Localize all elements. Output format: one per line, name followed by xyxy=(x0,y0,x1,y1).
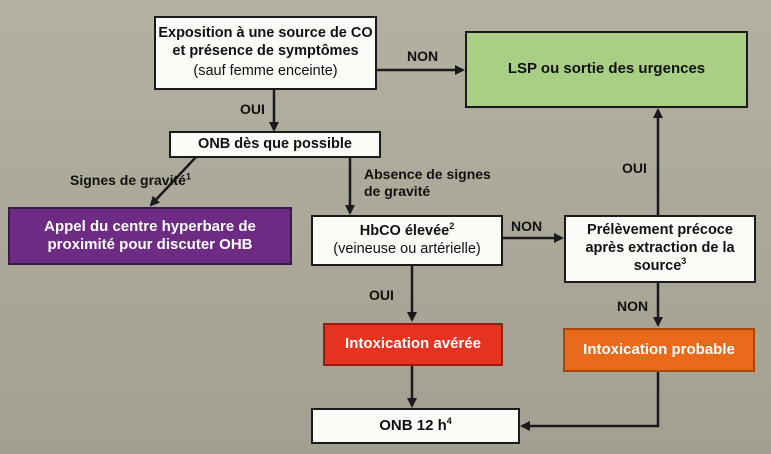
edge-label-signes-gravite: Signes de gravité1 xyxy=(70,172,191,189)
edge-label-oui-top: OUI xyxy=(240,101,265,117)
node-onb-possible-text: ONB dès que possible xyxy=(198,135,352,152)
edge-label-signes-gravite-text: Signes de gravité xyxy=(70,172,186,188)
edge-label-absence-line2: de gravité xyxy=(364,182,431,199)
node-exposure: Exposition à une source de CO et présenc… xyxy=(154,16,377,90)
node-hbco-line1: HbCO élevée2 xyxy=(359,220,455,241)
node-probable: Intoxication probable xyxy=(563,328,755,372)
node-lsp: LSP ou sortie des urgences xyxy=(465,31,748,108)
node-hbco-line2: (veineuse ou artérielle) xyxy=(333,241,481,259)
edge-label-non-top: NON xyxy=(407,48,439,64)
edge-label-non-mid: NON xyxy=(511,218,543,234)
node-prelevement-line3-wrap: source3 xyxy=(633,256,687,276)
node-probable-text: Intoxication probable xyxy=(583,340,735,358)
node-prelevement-footnote: 3 xyxy=(681,256,687,267)
node-exposure-line3: (sauf femme enceinte) xyxy=(193,62,338,79)
node-onb-possible: ONB dès que possible xyxy=(169,131,381,158)
node-hyperbare: Appel du centre hyperbare de proximité p… xyxy=(8,207,292,265)
node-hbco-footnote: 2 xyxy=(449,220,455,231)
node-lsp-text: LSP ou sortie des urgences xyxy=(507,60,706,78)
edge-label-oui-right: OUI xyxy=(622,160,647,176)
node-exposure-line2: et présence de symptômes xyxy=(172,43,359,60)
edge-label-signes-gravite-footnote: 1 xyxy=(185,171,191,182)
edge-label-absence: Absence de signes de gravité xyxy=(364,166,491,200)
node-prelevement-line1: Prélèvement précoce xyxy=(587,222,733,239)
node-hbco-line2b: ou xyxy=(400,240,417,257)
node-hyperbare-line2: proximité pour discuter OHB xyxy=(47,236,253,253)
node-prelevement-line3: source xyxy=(633,257,682,274)
node-hbco-line2a: (veineuse xyxy=(333,240,401,257)
node-exposure-line1: Exposition à une source de CO xyxy=(158,25,373,42)
node-onb12: ONB 12 h4 xyxy=(311,408,520,444)
node-averee-text: Intoxication avérée xyxy=(345,335,481,353)
node-onb12-text: ONB 12 h xyxy=(379,416,447,434)
node-hbco-line1-text: HbCO élevée xyxy=(359,222,450,239)
node-onb12-wrap: ONB 12 h4 xyxy=(379,415,452,435)
edge-label-non-right: NON xyxy=(617,298,649,314)
node-onb12-footnote: 4 xyxy=(446,415,452,426)
node-prelevement-line2: après extraction de la xyxy=(585,240,735,257)
edge-label-oui-mid: OUI xyxy=(369,287,394,303)
node-hbco: HbCO élevée2 (veineuse ou artérielle) xyxy=(311,215,503,266)
node-hbco-line2c: artérielle) xyxy=(416,240,481,257)
arrow-probable-to-onb12 xyxy=(520,372,660,431)
arrow-onb-to-hyperbare xyxy=(149,156,197,207)
node-averee: Intoxication avérée xyxy=(323,323,503,366)
node-hyperbare-line1: Appel du centre hyperbare de xyxy=(44,217,256,235)
edge-label-absence-line1: Absence de signes xyxy=(364,166,491,182)
node-prelevement: Prélèvement précoce après extraction de … xyxy=(564,215,756,283)
